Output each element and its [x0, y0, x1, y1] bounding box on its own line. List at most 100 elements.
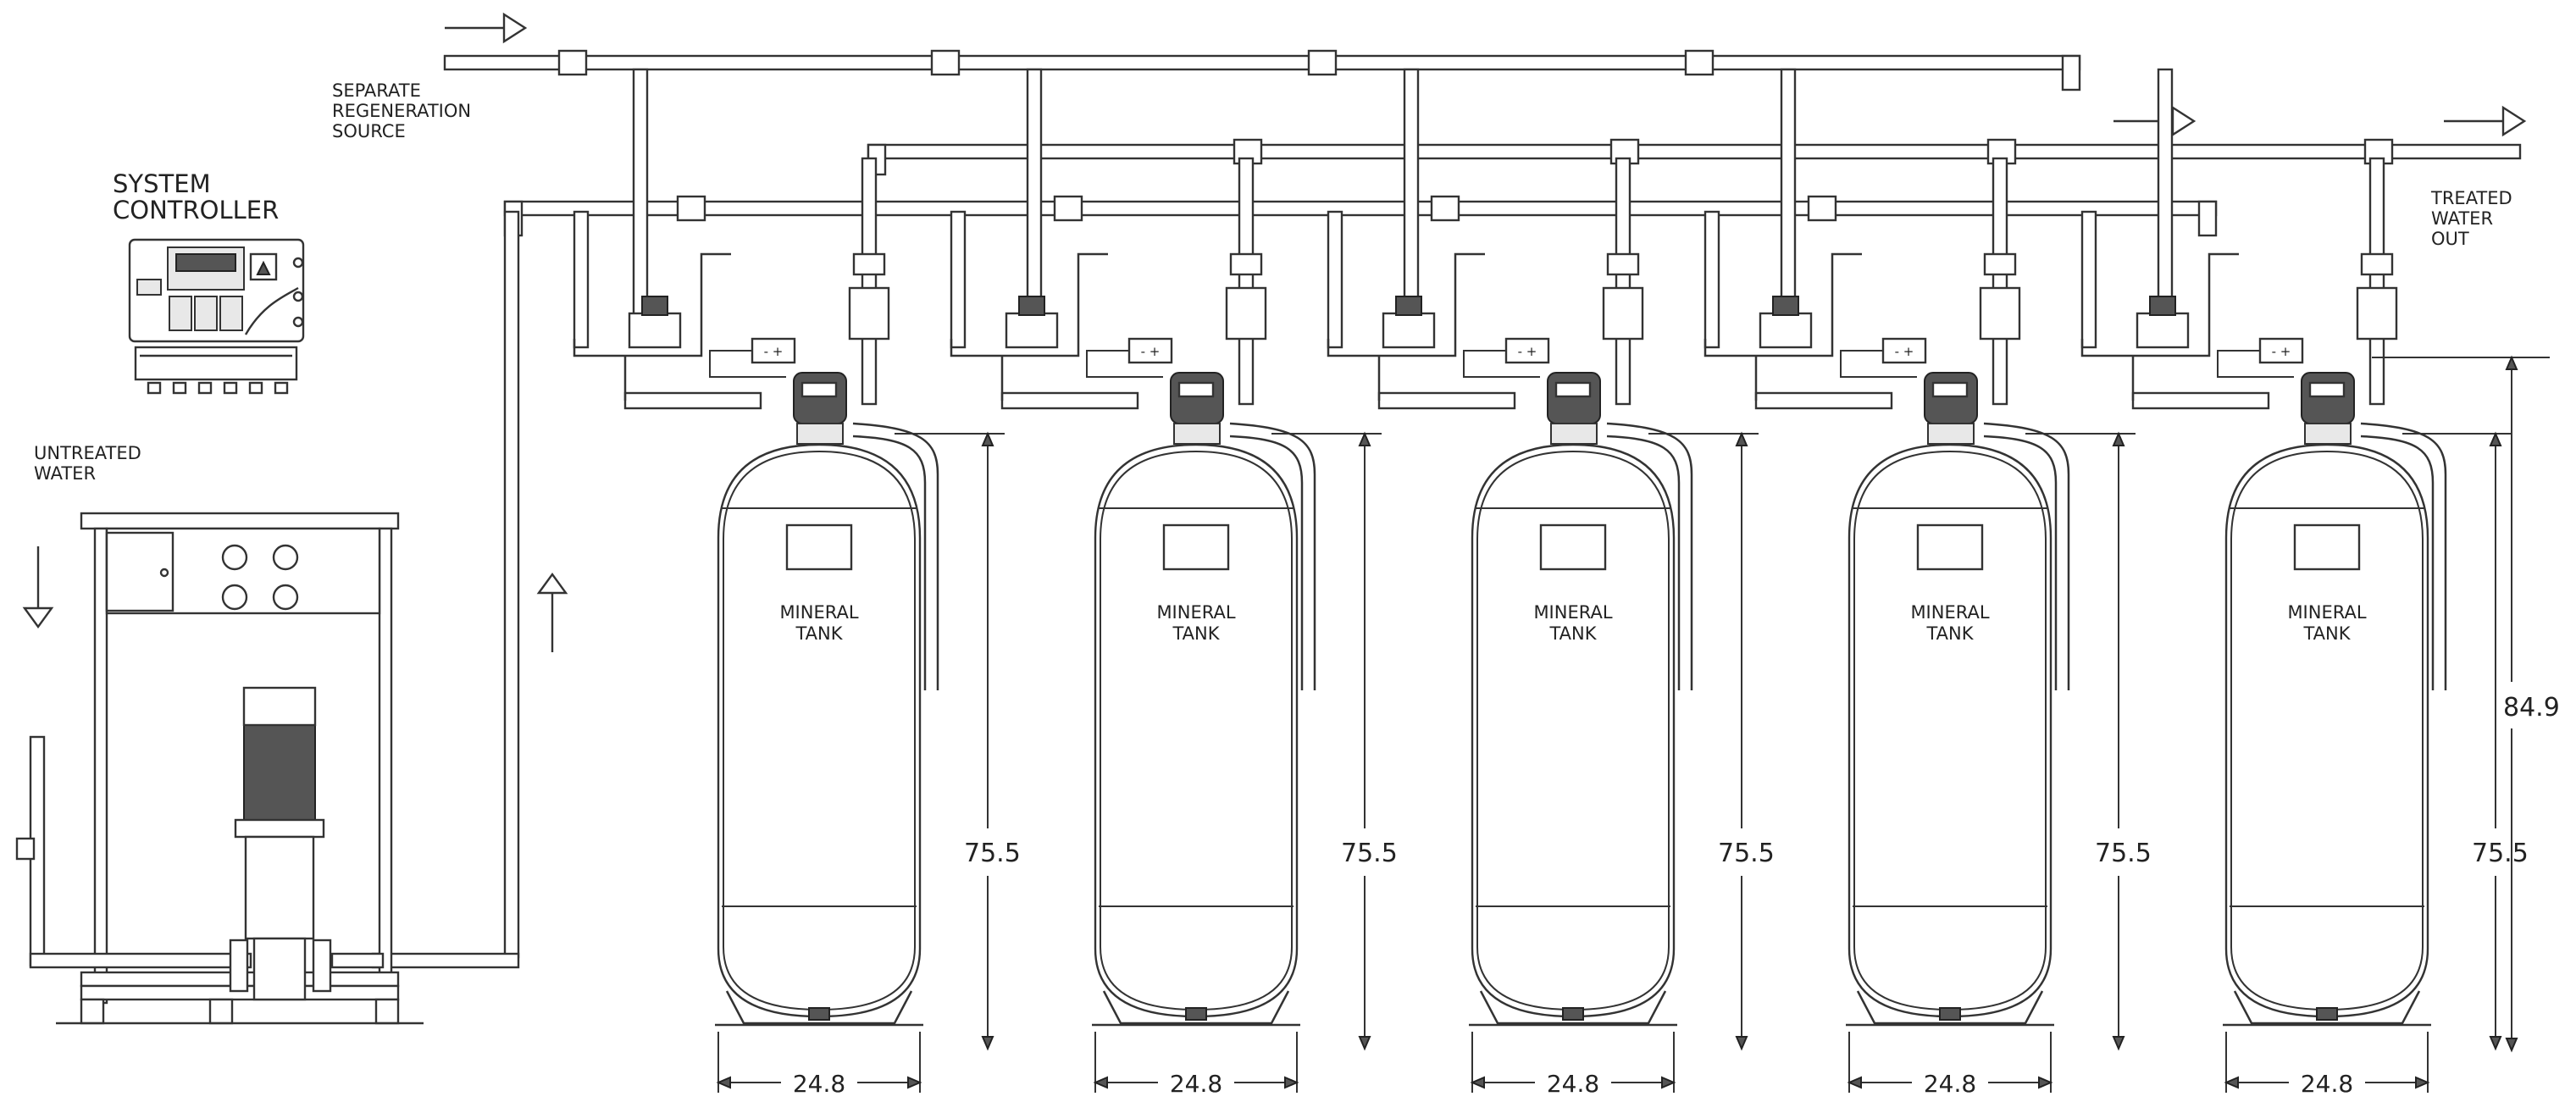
outlet-riser-pipe [1238, 157, 1255, 406]
tank-label-line1: MINERAL [1156, 602, 1235, 623]
separate-regeneration-source-label: SEPARATE REGENERATION SOURCE [332, 80, 471, 141]
tank-shell [717, 443, 922, 1018]
regen-label-line1: SEPARATE [332, 80, 421, 101]
mineral-tank-2: - +DRAINMINERALTANK75.524.8 [950, 68, 1398, 1098]
width-dim-label: 24.8 [2301, 1070, 2353, 1098]
tank-bottom-fitting [2316, 1007, 2338, 1021]
regen-valve-actuator [1772, 296, 1799, 316]
control-valve-display [2308, 381, 2346, 398]
bypass-pipe [2080, 252, 2239, 357]
tank-shell [1848, 443, 2052, 1018]
outlet-valve [1229, 252, 1263, 276]
width-dim-arrow-left [1470, 1076, 1485, 1089]
mineral-tank-5: - +DRAINMINERALTANK75.524.8 [2080, 68, 2529, 1098]
untreated-water-label: UNTREATED WATER [34, 443, 141, 484]
outlet-riser-pipe [2368, 157, 2385, 406]
outlet-riser-pipe [861, 157, 878, 406]
outlet-valve [1983, 252, 2017, 276]
meter-box-symbol: - + [1518, 344, 1537, 359]
regen-valve [2136, 312, 2190, 349]
height-dim-label-bg [2102, 828, 2136, 876]
valve-adaptor [1173, 423, 1221, 445]
height-dim-label-bg [1348, 828, 1382, 876]
valve-adaptor [796, 423, 844, 445]
inlet-riser-pipe [1703, 210, 1720, 349]
controller-label-line2: CONTROLLER [113, 196, 279, 224]
width-dim-arrow-right [2038, 1076, 2053, 1089]
height-dim-arrow-top [2112, 431, 2125, 446]
width-dim-arrow-right [2415, 1076, 2430, 1089]
meter-box [1881, 337, 1927, 364]
height-dim-arrow-bottom [2112, 1036, 2125, 1051]
outlet-flow-sensor [848, 286, 890, 341]
tank-label-line1: MINERAL [779, 602, 858, 623]
tank-nameplate [1162, 523, 1230, 571]
tank-shell [1471, 443, 1676, 1018]
untreated-header-pipe [503, 200, 2218, 237]
control-valve-head [1547, 372, 1601, 424]
height-dim-arrow-top [2489, 431, 2502, 446]
width-dim-label: 24.8 [1924, 1070, 1976, 1098]
tank-label-line1: MINERAL [1533, 602, 1612, 623]
outlet-flow-sensor [2356, 286, 2398, 341]
width-dim-label: 24.8 [793, 1070, 845, 1098]
regen-valve [1382, 312, 1436, 349]
control-wire [1086, 350, 1163, 378]
regeneration-header-pipe [443, 54, 2081, 91]
control-wire [1840, 350, 1917, 378]
inlet-riser-pipe [2080, 210, 2097, 349]
regen-label-line2: REGENERATION [332, 101, 471, 121]
treated-water-out-label: TREATED WATER OUT [2430, 188, 2512, 249]
flow-arrow-regeneration [2113, 105, 2197, 137]
tank-label-line2: TANK [1548, 623, 1597, 644]
tanks-layer: - +DRAINMINERALTANK75.524.8- +DRAINMINER… [573, 68, 2529, 1098]
tank-shell [1094, 443, 1299, 1018]
inlet-connection-pipe [623, 391, 762, 410]
tank-nameplate [1916, 523, 1984, 571]
control-valve-head [2301, 372, 2355, 424]
treated-water-header-pipe [867, 143, 2522, 176]
regen-valve [1759, 312, 1813, 349]
meter-box [2258, 337, 2304, 364]
width-dim-label: 24.8 [1170, 1070, 1222, 1098]
outlet-valve [1606, 252, 1640, 276]
drain-line-inner [1983, 435, 2058, 690]
treated-label-line2: WATER [2431, 208, 2493, 229]
height-dim-label-bg [1725, 828, 1759, 876]
flow-arrow-inlet [445, 12, 528, 44]
width-dim-arrow-left [1847, 1076, 1862, 1089]
inlet-riser-pipe [1327, 210, 1343, 349]
drain-line-inner [2360, 435, 2435, 690]
tank-inner-wall [1100, 450, 1293, 1011]
outlet-flow-sensor [1225, 286, 1267, 341]
valve-adaptor [2304, 423, 2352, 445]
flow-arrow-untreated-down [22, 546, 54, 629]
tank-shell [2224, 443, 2429, 1018]
drain-line-outer [1606, 422, 1693, 690]
drain-line-outer [2360, 422, 2447, 690]
width-dim-label: 24.8 [1547, 1070, 1599, 1098]
control-valve-head [1170, 372, 1224, 424]
feed-riser-pipe [371, 210, 520, 969]
mineral-tank-1: - +DRAINMINERALTANK75.524.8 [573, 68, 1021, 1098]
control-valve-display [1931, 381, 1969, 398]
tank-label-line2: TANK [2302, 623, 2351, 644]
overall-height-label: 84.9 [2503, 693, 2560, 723]
bypass-pipe [950, 252, 1108, 357]
bypass-pipe [573, 252, 731, 357]
untreated-label-line1: UNTREATED [34, 443, 141, 463]
tank-bottom-fitting [1185, 1007, 1207, 1021]
inlet-connection-pipe [1000, 391, 1139, 410]
mineral-tank-4: - +DRAINMINERALTANK75.524.8 [1703, 68, 2152, 1098]
bypass-pipe [1327, 252, 1485, 357]
controller-label-line1: SYSTEM [113, 169, 211, 198]
tank-label-line1: MINERAL [2287, 602, 2366, 623]
overall-height-dimension: 84.9 [2372, 355, 2560, 1053]
outlet-flow-sensor [1602, 286, 1644, 341]
tank-base-stand [1856, 990, 2044, 1025]
drain-line-inner [852, 435, 927, 690]
outlet-valve [852, 252, 886, 276]
meter-box-symbol: - + [1895, 344, 1914, 359]
flow-arrow-treated-out [2444, 105, 2527, 137]
tank-inner-wall [723, 450, 916, 1011]
